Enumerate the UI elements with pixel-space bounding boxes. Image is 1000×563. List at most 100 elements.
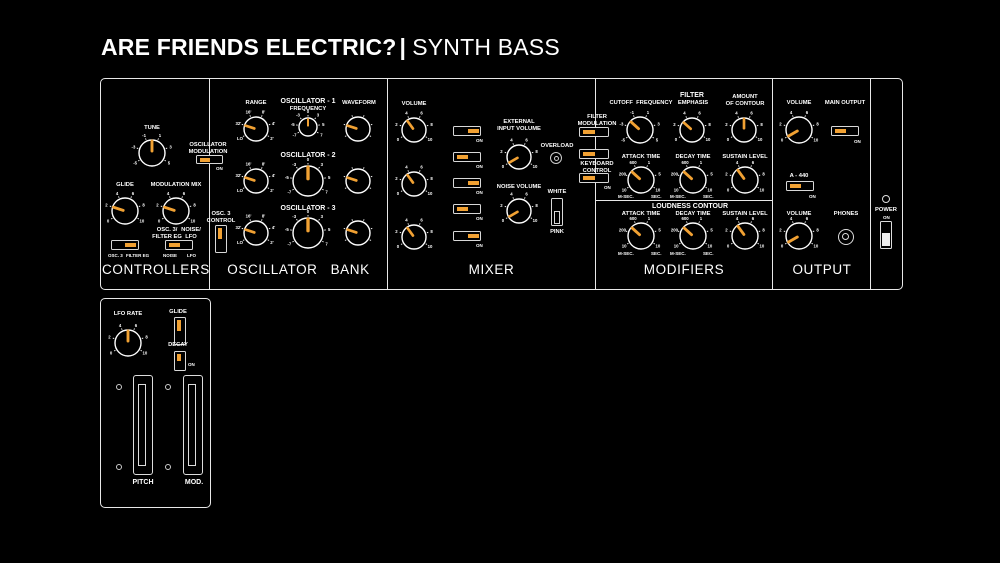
- main-output-switch[interactable]: [831, 126, 859, 136]
- phones-jack[interactable]: [838, 229, 854, 245]
- mixer-noise-switch[interactable]: [453, 204, 481, 214]
- f_sustain-knob-pointer: [736, 168, 746, 180]
- osc3_wave-tick-mark: [363, 219, 365, 221]
- out_volume-knob-body: [785, 116, 813, 144]
- f_attack-tick-mark: [653, 186, 656, 189]
- label-loud-attack: ATTACK TIME: [621, 211, 661, 217]
- wheels-decay-switch[interactable]: [174, 351, 186, 371]
- osc3_range-knob-pointer: [244, 228, 256, 234]
- mixer-osc2-switch[interactable]: [453, 178, 481, 188]
- white-pink-switch[interactable]: [551, 198, 563, 226]
- mod_mix-tick-mark: [181, 196, 183, 198]
- emphasis-tick-mark: [697, 116, 699, 118]
- emphasis-tick-mark: [678, 136, 681, 138]
- osc2_wave-tick-mark: [363, 167, 365, 169]
- phones_volume-tick-label: 8: [816, 228, 819, 233]
- osc2-wave-knob[interactable]: [336, 159, 380, 203]
- mix_vol2-knob-body: [401, 171, 427, 197]
- wheels-glide-switch[interactable]: [174, 317, 186, 345]
- l_decay-knob-pointer: [682, 226, 693, 237]
- osc-modulation-switch[interactable]: [196, 155, 223, 164]
- f_attack-tick-label: 10: [622, 187, 627, 192]
- noise_volume-tick-mark: [505, 217, 508, 219]
- osc1_range-tick-mark: [267, 135, 270, 137]
- emphasis-tick-label: 6: [698, 111, 701, 116]
- osc3_range-tick-mark: [249, 219, 251, 221]
- mix_vol2-tick-mark: [425, 190, 428, 192]
- l_sustain-tick-mark: [757, 242, 760, 245]
- mix_vol1-tick-mark: [400, 136, 403, 138]
- mod-wheel[interactable]: [183, 375, 203, 475]
- a440-switch[interactable]: [786, 181, 814, 191]
- filter-mod-switch[interactable]: [579, 127, 609, 137]
- pitch-wheel[interactable]: [133, 375, 153, 475]
- divider-controllers: [209, 79, 211, 289]
- osc3-wave-knob[interactable]: [336, 211, 380, 255]
- mixer-osc3-switch[interactable]: [453, 231, 481, 241]
- cutoff-tick-label: 5: [656, 137, 659, 142]
- osc2_wave-knob-graphic: [343, 167, 373, 194]
- f_decay-tick-label: 5: [710, 172, 713, 177]
- mixer-ext-switch[interactable]: [453, 152, 481, 162]
- mix_vol1-tick-label: 8: [430, 122, 433, 127]
- osc2_range-tick-label: 8': [262, 162, 265, 167]
- mixer-osc1-switch[interactable]: [453, 126, 481, 136]
- label-mod-mix: MODULATION MIX: [150, 182, 202, 188]
- kbd-control-2-switch[interactable]: [579, 173, 609, 183]
- noise-lfo-switch[interactable]: [165, 240, 193, 250]
- lfo_rate-tick-label: 2: [108, 335, 111, 340]
- label-overload: OVERLOAD: [540, 143, 574, 149]
- l_attack-tick-label: 1: [648, 216, 651, 221]
- amount-tick-label: 2: [725, 122, 728, 127]
- osc2_wave-knob-body: [345, 168, 371, 194]
- tune-tick-label: 5: [168, 160, 171, 165]
- label-phones: PHONES: [833, 211, 859, 217]
- f_decay-tick-label: 200: [671, 172, 679, 177]
- kbd-control-1-switch[interactable]: [579, 149, 609, 159]
- mix_vol1-tick-label: 2: [395, 122, 398, 127]
- amount-tick-label: 10: [758, 137, 763, 142]
- mod_mix-tick-mark: [169, 196, 171, 198]
- osc2_freq-tick-label: 3: [321, 162, 324, 167]
- osc1-wave-knob[interactable]: [336, 107, 380, 151]
- noise_volume-knob-body: [506, 198, 532, 224]
- osc3-control-switch[interactable]: [215, 225, 227, 253]
- power-switch[interactable]: [880, 221, 892, 249]
- wheels-decay-on: ON: [188, 362, 195, 367]
- mixer-osc3-on: ON: [476, 243, 483, 248]
- l_decay-tick-label: 200: [671, 228, 679, 233]
- noise_volume-tick-label: 10: [533, 218, 538, 223]
- osc3-filter-eg-switch[interactable]: [111, 240, 139, 250]
